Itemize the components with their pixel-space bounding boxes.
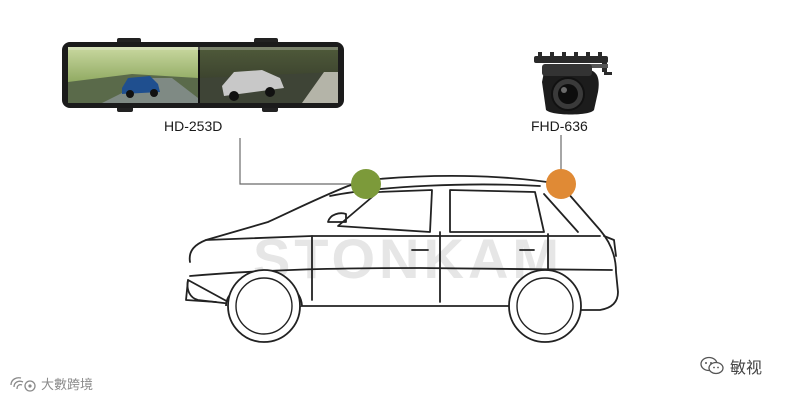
camera-model-label: FHD-636 (531, 118, 588, 134)
mirror-position-marker (351, 169, 381, 199)
source-watermark-text: 大數跨境 (41, 374, 93, 393)
rear-wheel (509, 270, 581, 342)
rearview-mirror-image (62, 38, 344, 112)
wechat-icon (700, 356, 724, 376)
weibo-icon (8, 375, 38, 393)
wechat-account-name: 敏视 (730, 354, 762, 378)
wechat-account-tag: 敏视 (700, 354, 762, 378)
front-window (338, 190, 432, 232)
front-wheel (226, 270, 302, 342)
source-watermark: 大數跨境 (8, 374, 93, 393)
mirror-connector-line (240, 138, 364, 184)
rear-window (450, 190, 544, 232)
backup-camera-image (528, 52, 614, 126)
camera-position-marker (546, 169, 576, 199)
mirror-model-label: HD-253D (164, 118, 222, 134)
